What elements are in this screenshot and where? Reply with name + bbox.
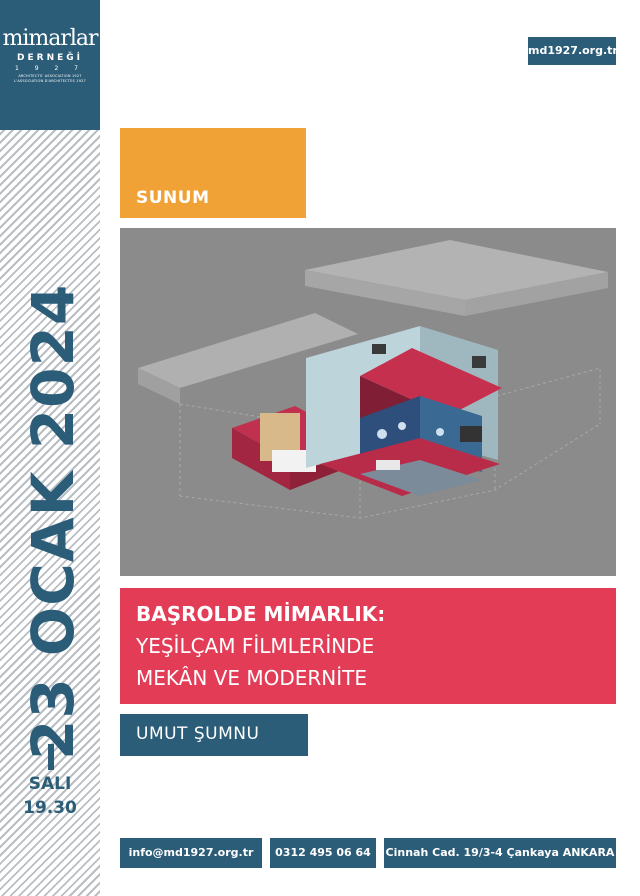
speaker-badge: UMUT ŞUMNU — [120, 714, 308, 756]
event-title-line-2: YEŞİLÇAM FİLMLERİNDE — [136, 634, 375, 658]
sidebar-stripes: mimarlar DERNEĞİ 1 9 2 7 ARCHITECTS' ASS… — [0, 0, 100, 896]
category-label: SUNUM — [136, 188, 210, 208]
date-divider — [48, 744, 54, 770]
event-title-line-1: BAŞROLDE MİMARLIK: — [136, 602, 386, 626]
house-illustration — [120, 228, 616, 576]
website-link[interactable]: md1927.org.tr — [528, 37, 618, 65]
speaker-name: UMUT ŞUMNU — [136, 724, 260, 744]
contact-address: Cinnah Cad. 19/3-4 Çankaya ANKARA — [384, 838, 616, 868]
logo-sub: DERNEĞİ — [17, 53, 83, 63]
contact-phone[interactable]: 0312 495 06 64 — [270, 838, 376, 868]
event-date-text: 23 OCAK 2024 — [19, 283, 87, 760]
logo-year: 1 9 2 7 — [15, 65, 85, 72]
event-title-box: BAŞROLDE MİMARLIK: YEŞİLÇAM FİLMLERİNDE … — [120, 588, 616, 704]
house-cutaway-drawing — [120, 228, 616, 576]
logo-tagline-2: L'ASSOCIATION D'ARCHITECTES 1927 — [14, 79, 86, 83]
event-time: 19.30 — [23, 798, 77, 818]
logo: mimarlar DERNEĞİ 1 9 2 7 ARCHITECTS' ASS… — [0, 0, 100, 130]
logo-name: mimarlar — [2, 26, 98, 51]
event-day: SALI — [28, 774, 72, 794]
event-title-line-3: MEKÂN VE MODERNİTE — [136, 666, 367, 690]
logo-tagline-1: ARCHITECTS' ASSOCIATION 1927 — [18, 74, 82, 78]
category-badge: SUNUM — [120, 128, 306, 218]
contact-email[interactable]: info@md1927.org.tr — [120, 838, 262, 868]
